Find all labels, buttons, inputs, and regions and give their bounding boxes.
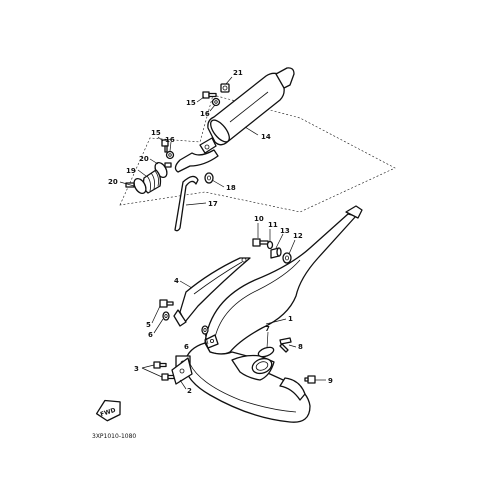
callout-10: 10 bbox=[254, 215, 264, 223]
bolt-21 bbox=[220, 83, 230, 93]
callout-3: 3 bbox=[134, 365, 139, 373]
callout-18: 18 bbox=[226, 184, 236, 192]
fwd-label: FWD bbox=[99, 407, 116, 419]
washer-11 bbox=[266, 240, 274, 250]
callout-16-upper: 16 bbox=[200, 110, 210, 118]
callout-17: 17 bbox=[208, 200, 218, 208]
callout-9: 9 bbox=[328, 377, 333, 385]
callout-15-lower: 15 bbox=[151, 129, 161, 137]
leader-lines bbox=[119, 76, 326, 390]
callout-labels: 21 15 16 14 15 16 20 19 20 18 17 10 11 1… bbox=[108, 69, 333, 395]
bolt-10 bbox=[252, 238, 269, 247]
callout-2: 2 bbox=[187, 387, 192, 395]
bolt-5 bbox=[159, 299, 174, 308]
grommet-18 bbox=[204, 172, 214, 184]
hose-17 bbox=[174, 175, 199, 232]
spring-8 bbox=[279, 337, 292, 353]
callout-8: 8 bbox=[298, 343, 303, 351]
joint-19 bbox=[142, 169, 162, 194]
bolt-3-upper bbox=[153, 361, 167, 369]
callout-14: 14 bbox=[261, 133, 271, 141]
protector-4 bbox=[173, 257, 251, 327]
washer-6-lower bbox=[201, 325, 209, 335]
callout-16-lower: 16 bbox=[165, 136, 175, 144]
callout-1: 1 bbox=[288, 315, 293, 323]
callout-6-lower: 6 bbox=[184, 343, 189, 351]
washer-16-upper bbox=[211, 97, 221, 107]
callout-12: 12 bbox=[293, 232, 303, 240]
callout-21: 21 bbox=[233, 69, 243, 77]
callout-20-upper: 20 bbox=[139, 155, 149, 163]
bolt-15-upper bbox=[202, 91, 217, 99]
callout-7: 7 bbox=[265, 325, 270, 333]
exhaust-pipe-1 bbox=[175, 205, 363, 423]
drawing-code: 3XP1010-1080 bbox=[92, 433, 136, 440]
silencer bbox=[174, 67, 295, 173]
washer-16-lower bbox=[165, 150, 175, 160]
damper-12 bbox=[282, 252, 292, 264]
bolt-15-lower bbox=[161, 139, 169, 153]
callout-13: 13 bbox=[280, 227, 290, 235]
callout-15-upper: 15 bbox=[186, 99, 196, 107]
callout-20-lower: 20 bbox=[108, 178, 118, 186]
callout-6-upper: 6 bbox=[148, 331, 153, 339]
callout-11: 11 bbox=[268, 221, 278, 229]
bolt-9 bbox=[304, 375, 316, 384]
callout-19: 19 bbox=[126, 167, 136, 175]
bracket-2 bbox=[171, 357, 193, 385]
gasket-7 bbox=[257, 346, 275, 358]
washer-6-upper bbox=[162, 311, 170, 321]
callout-5: 5 bbox=[146, 321, 151, 329]
bolt-3-lower bbox=[161, 373, 175, 381]
collar-13 bbox=[270, 247, 282, 259]
callout-4: 4 bbox=[174, 277, 179, 285]
fwd-direction-tag: FWD bbox=[95, 399, 121, 422]
